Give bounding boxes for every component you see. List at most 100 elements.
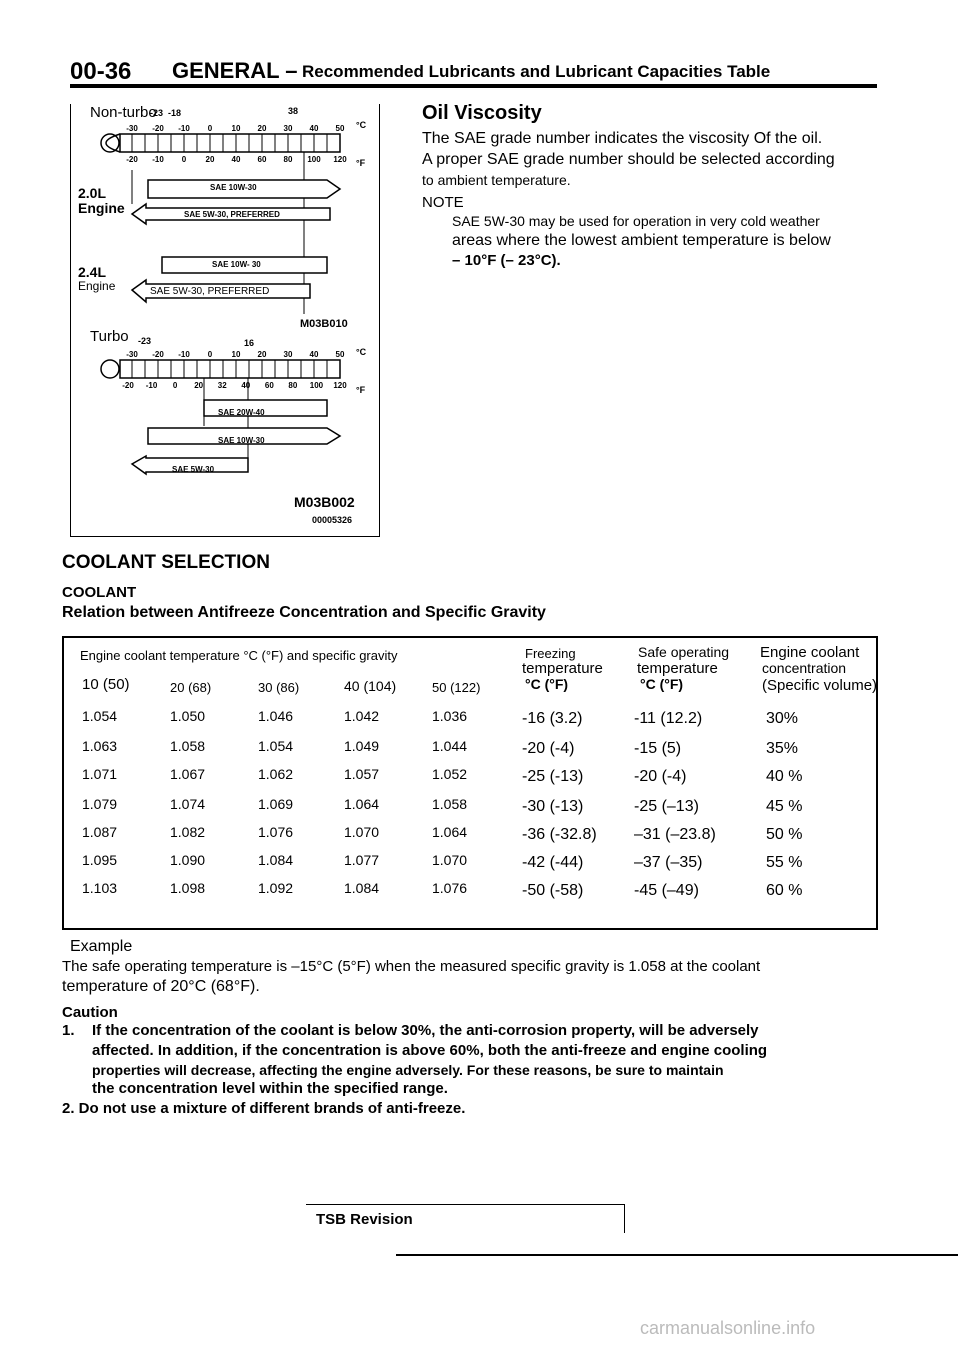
example-line-2: temperature of 20°C (68°F). (62, 978, 260, 995)
table-cell: -16 (3.2) (522, 710, 583, 727)
note-line-2: areas where the lowest ambient temperatu… (452, 232, 831, 249)
table-cell: 1.070 (344, 824, 380, 840)
caution-line-1a: If the concentration of the coolant is b… (92, 1022, 759, 1039)
fahrenheit-tick-label: 32 (218, 381, 227, 390)
table-cell: 1.098 (170, 880, 206, 896)
table-cell: 1.092 (258, 880, 294, 896)
bar-20w40: SAE 20W-40 (218, 408, 265, 417)
table-cell: 1.050 (170, 708, 206, 724)
scale1-mark-23: -23 (150, 108, 164, 118)
thermometer-2 (100, 359, 341, 379)
celsius-tick-label: -30 (126, 350, 138, 359)
scale1-unit-c: °C (356, 120, 367, 130)
table-cell: 1.058 (170, 738, 206, 754)
relation-heading: Relation between Antifreeze Concentratio… (62, 604, 546, 621)
table-cell: 55 % (766, 854, 803, 871)
fahrenheit-tick-label: 60 (265, 381, 274, 390)
celsius-tick-label: 30 (284, 124, 293, 133)
table-cell: 1.087 (82, 824, 118, 840)
celsius-tick-label: 50 (336, 124, 345, 133)
fahrenheit-tick-label: 0 (182, 155, 187, 164)
table-cell: 60 % (766, 882, 803, 899)
fahrenheit-tick-label: -10 (146, 381, 158, 390)
bar-5w30: SAE 5W-30 (172, 465, 215, 474)
col-header-group: Engine coolant temperature °C (°F) and s… (80, 648, 398, 663)
table-cell: 1.063 (82, 738, 118, 754)
table-cell: -50 (-58) (522, 882, 584, 899)
temp-header-20: 20 (68) (170, 680, 212, 695)
table-cell: 1.064 (432, 824, 468, 840)
table-cell: 50 % (766, 826, 803, 843)
celsius-tick-label: 30 (284, 350, 293, 359)
scale1-mark-38: 38 (288, 106, 299, 116)
watermark: carmanualsonline.info (640, 1318, 816, 1338)
table-cell: 35% (766, 740, 799, 757)
caution-num-1: 1. (62, 1022, 75, 1039)
table-cell: 45 % (766, 798, 803, 815)
fahrenheit-tick-label: 20 (194, 381, 203, 390)
temp-header-10: 10 (50) (82, 676, 130, 693)
temp-header-40: 40 (104) (344, 678, 397, 694)
col-header-conc-3: (Specific volume) (762, 677, 878, 694)
col-header-freezing-3: °C (°F) (525, 676, 569, 692)
oil-paragraph-3: to ambient temperature. (422, 172, 571, 188)
table-cell: 1.069 (258, 796, 294, 812)
page-title: Recommended Lubricants and Lubricant Cap… (302, 62, 771, 81)
table-top-rule (62, 636, 878, 638)
tsb-revision-label: TSB Revision (316, 1211, 413, 1228)
table-cell: 1.103 (82, 880, 118, 896)
example-line-1: The safe operating temperature is –15°C … (62, 958, 761, 975)
table-cell: -20 (-4) (522, 740, 575, 757)
table-cell: -45 (–49) (634, 882, 699, 899)
scale2-unit-f: °F (356, 385, 366, 395)
table-cell: 1.067 (170, 766, 206, 782)
table-cell: 1.036 (432, 708, 468, 724)
table-cell: -30 (-13) (522, 798, 584, 815)
coolant-selection-heading: COOLANT SELECTION (62, 552, 270, 573)
bar-5w30-preferred-b: SAE 5W-30, PREFERRED (150, 286, 270, 297)
table-bottom-rule (62, 928, 878, 930)
col-header-conc-2: concentration (762, 660, 847, 676)
col-header-safe-1: Safe operating (638, 644, 730, 660)
celsius-tick-label: 0 (208, 124, 213, 133)
engine-2-4l-sub: Engine (78, 279, 116, 293)
table-cell: 1.071 (82, 766, 118, 782)
col-header-freezing-2: temperature (522, 660, 603, 677)
oil-viscosity-figure (70, 104, 380, 537)
table-cell: 1.046 (258, 708, 294, 724)
table-cell: 1.062 (258, 766, 294, 782)
table-cell: 1.058 (432, 796, 468, 812)
fahrenheit-tick-label: 20 (206, 155, 215, 164)
note-line-1: SAE 5W-30 may be used for operation in v… (452, 213, 820, 229)
caution-line-2: 2. Do not use a mixture of different bra… (62, 1100, 466, 1117)
fahrenheit-tick-label: 100 (310, 381, 324, 390)
table-cell: 1.054 (82, 708, 118, 724)
table-left-rule (62, 636, 64, 930)
fahrenheit-tick-label: 0 (173, 381, 178, 390)
scale1-unit-f: °F (356, 158, 366, 168)
scale2-mark-23: -23 (138, 336, 152, 346)
tsb-revision-box (306, 1204, 625, 1233)
caution-line-1c: properties will decrease, affecting the … (92, 1062, 724, 1078)
table-cell: 1.079 (82, 796, 118, 812)
table-cell: 1.057 (344, 766, 380, 782)
bar-10w30: SAE 10W-30 (210, 183, 257, 192)
table-cell: -25 (–13) (634, 798, 699, 815)
fahrenheit-tick-label: 120 (333, 381, 347, 390)
fahrenheit-tick-label: 100 (307, 155, 321, 164)
example-label: Example (70, 938, 133, 955)
table-cell: -42 (-44) (522, 854, 584, 871)
table-cell: 1.049 (344, 738, 380, 754)
table-cell: 1.082 (170, 824, 206, 840)
note-label: NOTE (422, 194, 464, 211)
turbo-label: Turbo (90, 328, 129, 345)
fahrenheit-tick-label: 40 (241, 381, 250, 390)
table-cell: -15 (5) (634, 740, 682, 757)
scale2-unit-c: °C (356, 347, 367, 357)
table-cell: -25 (-13) (522, 768, 584, 785)
temp-header-30: 30 (86) (258, 680, 300, 695)
table-cell: 1.077 (344, 852, 380, 868)
celsius-tick-label: -20 (152, 350, 164, 359)
bar-10w30-b: SAE 10W- 30 (212, 260, 261, 269)
fahrenheit-tick-label: 80 (284, 155, 293, 164)
